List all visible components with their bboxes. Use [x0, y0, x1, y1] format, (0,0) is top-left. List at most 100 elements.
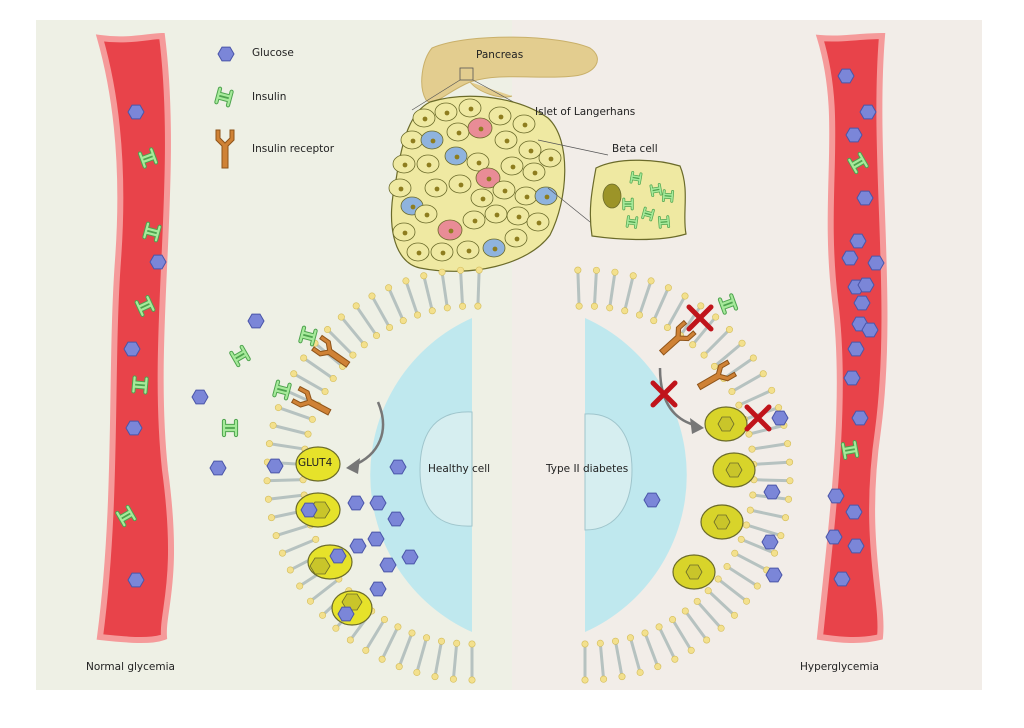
islet-cell-nucleus: [458, 182, 464, 188]
lipid-head: [712, 313, 720, 321]
glucose-molecule: [845, 504, 863, 520]
islet-cell-nucleus: [402, 162, 408, 168]
lipid-head: [296, 582, 304, 590]
islet-cell-nucleus: [478, 126, 484, 132]
lipid-head: [710, 362, 718, 370]
lipid-head: [274, 404, 282, 412]
lipid-head: [368, 292, 376, 300]
glucose-molecule: [369, 495, 387, 511]
lipid-head: [626, 634, 634, 642]
islet-cells: [388, 98, 562, 262]
islet-cell-nucleus: [528, 148, 534, 154]
glut4-channel: [713, 514, 731, 530]
islet-cell-nucleus: [434, 186, 440, 192]
lipid-head: [474, 302, 482, 310]
legend-glucose-label: Glucose: [252, 47, 294, 59]
lipid-head: [443, 304, 451, 312]
lipid-head: [647, 277, 655, 285]
islet-cell-nucleus: [532, 170, 538, 176]
lipid-head: [321, 388, 329, 396]
hyperglycemia-label: Hyperglycemia: [800, 661, 879, 673]
islet-cell-nucleus: [536, 220, 542, 226]
glucose-molecule: [825, 529, 843, 545]
lipid-head: [687, 646, 695, 654]
lipid-head: [730, 611, 738, 619]
glucose-molecule: [833, 571, 851, 587]
glucose-molecule: [347, 495, 365, 511]
type2-diabetes-label: Type II diabetes: [546, 463, 629, 475]
lipid-head: [655, 623, 663, 631]
glucose-molecule: [771, 410, 789, 426]
pancreas-organ: [421, 36, 598, 103]
lipid-head: [759, 370, 767, 378]
islet-cell-nucleus: [402, 230, 408, 236]
lipid-head: [278, 549, 286, 557]
lipid-head: [745, 430, 753, 438]
islet-cell-nucleus: [514, 236, 520, 242]
islet-cell-nucleus: [440, 250, 446, 256]
lipid-head: [785, 495, 793, 503]
lipid-head: [264, 495, 272, 503]
islet-cell-nucleus: [410, 204, 416, 210]
lipid-head: [782, 514, 790, 522]
lipid-head: [775, 404, 783, 412]
islet-cell-nucleus: [416, 250, 422, 256]
glucose-molecule: [837, 68, 855, 84]
lipid-head: [300, 354, 308, 362]
lipid-head: [468, 676, 476, 684]
lipid-head: [700, 351, 708, 359]
lipid-head: [753, 582, 761, 590]
glucose-molecule: [861, 322, 879, 338]
lipid-head: [777, 532, 785, 540]
lipid-head: [714, 575, 722, 583]
lipid-head: [402, 277, 410, 285]
signal-arrow-right: [658, 367, 699, 428]
beta-cell-nucleus: [602, 183, 622, 209]
glut4-transporter-3: [307, 544, 353, 580]
lipid-head: [650, 317, 658, 325]
glucose-molecule: [843, 370, 861, 386]
lipid-head: [590, 302, 598, 310]
lipid-head: [735, 401, 743, 409]
lipid-head: [749, 491, 757, 499]
lipid-head: [664, 284, 672, 292]
lipid-head: [575, 302, 583, 310]
lipid-head: [394, 623, 402, 631]
lipid-head: [332, 624, 340, 632]
lipid-head: [286, 566, 294, 574]
lipid-head: [362, 646, 370, 654]
islet-label: Islet of Langerhans: [535, 106, 636, 118]
lipid-head: [731, 549, 739, 557]
lipid-head: [723, 563, 731, 571]
islet-cell-nucleus: [498, 114, 504, 120]
lipid-head: [728, 388, 736, 396]
lipid-head: [771, 549, 779, 557]
islet-cell-nucleus: [468, 106, 474, 112]
lipid-head: [743, 597, 751, 605]
lipid-head: [269, 421, 277, 429]
lipid-head: [703, 636, 711, 644]
lipid-head: [360, 341, 368, 349]
lipid-head: [329, 375, 337, 383]
lipid-head: [263, 477, 271, 485]
glucose-molecule: [401, 549, 419, 565]
lipid-head: [786, 458, 794, 466]
lipid-head: [324, 326, 332, 334]
lipid-head: [453, 639, 461, 647]
glucose-molecule: [859, 104, 877, 120]
lipid-head: [784, 440, 792, 448]
lipid-head: [385, 284, 393, 292]
islet-cell-nucleus: [504, 138, 510, 144]
glucose-molecule: [845, 127, 863, 143]
blood-vessel-left: [95, 32, 175, 644]
lipid-head: [468, 640, 476, 648]
islet-cell-nucleus: [492, 246, 498, 252]
lipid-head: [606, 304, 614, 312]
glucose-molecule: [847, 341, 865, 357]
lipid-head: [596, 639, 604, 647]
lipid-head: [737, 535, 745, 543]
glut4-label: GLUT4: [298, 457, 333, 469]
lipid-head: [395, 663, 403, 671]
pancreas-zoom-box: [459, 67, 474, 81]
